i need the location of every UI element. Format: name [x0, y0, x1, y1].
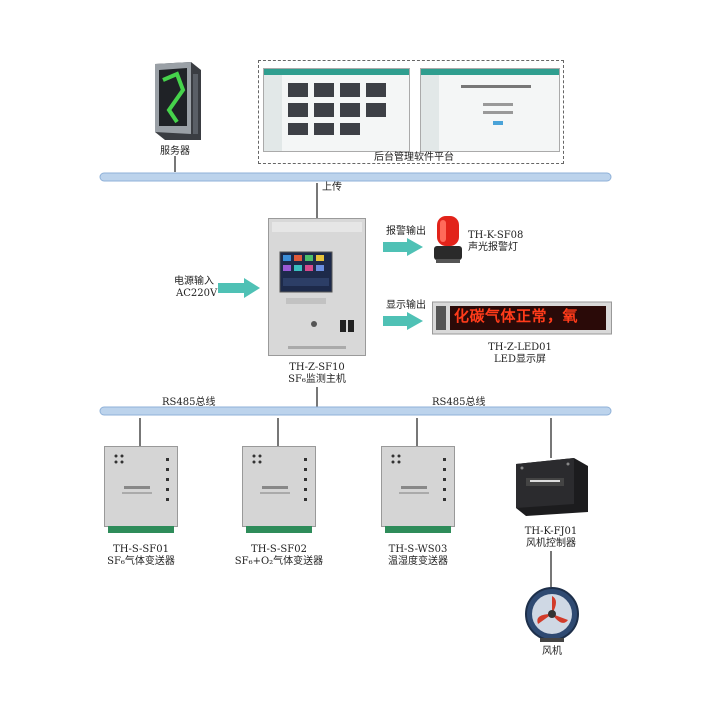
sensor2-name: SF₆+O₂气体变送器: [234, 556, 324, 567]
alarm-light-model: TH-K-SF08: [468, 230, 524, 241]
sensor1-model: TH-S-SF01: [113, 544, 169, 555]
fan-icon: [522, 584, 582, 644]
fan-controller-name: 风机控制器: [526, 538, 576, 549]
top-bus-line: [98, 170, 613, 184]
fan-connector: [550, 551, 552, 587]
host-name: SF₆监测主机: [288, 374, 346, 385]
server-icon: [147, 60, 205, 142]
led-scroll-text: 化碳气体正常，氧: [454, 307, 579, 325]
server-label: 服务器: [160, 146, 190, 157]
sensor3-name: 温湿度变送器: [388, 556, 448, 567]
rs485-bus-label-left: RS485总线: [162, 397, 216, 408]
led-model: TH-Z-LED01: [488, 342, 552, 353]
power-voltage-label: AC220V: [176, 288, 218, 299]
power-arrow: [218, 278, 260, 298]
upload-label: 上传: [322, 182, 342, 193]
host-model: TH-Z-SF10: [289, 362, 345, 373]
display-arrow: [383, 312, 423, 330]
sensor2-model: TH-S-SF02: [251, 544, 307, 555]
rs485-bus-label-right: RS485总线: [432, 397, 486, 408]
alarm-output-label: 报警输出: [386, 226, 426, 237]
sensor2-device: [242, 446, 316, 534]
alarm-light-name: 声光报警灯: [468, 242, 518, 253]
sensor1-device: [104, 446, 178, 534]
led-name: LED显示屏: [494, 354, 546, 365]
sensor3-connector: [416, 418, 418, 448]
sensor3-model: TH-S-WS03: [388, 544, 448, 555]
led-display: [432, 300, 612, 336]
fan-controller-device: [512, 456, 590, 518]
platform-screen-1: [263, 68, 410, 152]
upload-connector: [316, 183, 318, 219]
fan-label: 风机: [542, 646, 562, 657]
monitoring-host: [268, 218, 366, 356]
platform-label: 后台管理软件平台: [374, 152, 454, 163]
sensor2-connector: [277, 418, 279, 448]
host-bus-connector: [316, 387, 318, 409]
display-output-label: 显示输出: [386, 300, 426, 311]
rs485-bus-line: [98, 404, 613, 418]
sensor1-connector: [139, 418, 141, 448]
sensor1-name: SF₆气体变送器: [107, 556, 175, 567]
fan-controller-connector: [550, 418, 552, 458]
alarm-arrow: [383, 238, 423, 256]
power-input-label: 电源输入: [174, 276, 214, 287]
alarm-light-icon: [432, 212, 464, 266]
software-platform-frame: [258, 60, 564, 164]
server-connector: [174, 156, 176, 172]
fan-controller-model: TH-K-FJ01: [524, 526, 578, 537]
platform-screen-2: [420, 68, 560, 152]
sensor3-device: [381, 446, 455, 534]
